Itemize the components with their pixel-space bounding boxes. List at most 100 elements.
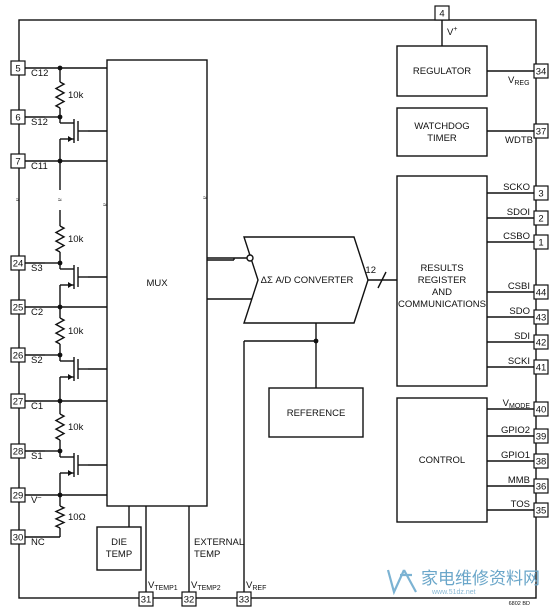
regulator-label: REGULATOR xyxy=(413,66,471,77)
pin-36-number: 36 xyxy=(536,482,547,493)
pin-3 xyxy=(533,185,549,201)
vref-junction xyxy=(313,338,319,344)
watchdog-block xyxy=(396,107,488,157)
results-pin-label-1: CSBO xyxy=(503,231,530,242)
pin-37 xyxy=(533,123,549,139)
watermark-url: www.51dz.net xyxy=(431,589,476,596)
pin-40-number: 40 xyxy=(536,405,547,416)
pin-33 xyxy=(236,591,252,607)
adc-bus-width: 12 xyxy=(365,265,376,276)
watchdog-pin-label: WDTB xyxy=(505,135,533,146)
pin-7-label: C11 xyxy=(31,161,48,172)
results-pin-label-44: CSBI xyxy=(508,281,530,292)
pin-27-number: 27 xyxy=(13,397,24,408)
regulator-pin-label: VREG xyxy=(508,75,530,87)
resistor-3-value: 10k xyxy=(68,326,84,337)
control-pin-label-40: VMODE xyxy=(503,398,531,410)
reference-label: REFERENCE xyxy=(287,408,346,419)
pin-5 xyxy=(10,60,26,76)
results-label-line1: RESULTS xyxy=(420,263,463,274)
pin-38-number: 38 xyxy=(536,457,547,468)
regulator-block xyxy=(396,45,488,97)
pin-31-number: 31 xyxy=(141,595,152,606)
pin-6-number: 6 xyxy=(15,113,20,124)
results-pin-label-3: SCKO xyxy=(503,182,530,193)
resistor-4-value: 10k xyxy=(68,422,84,433)
pin-44 xyxy=(533,284,549,300)
control-pin-label-38: GPIO1 xyxy=(501,450,530,461)
control-block xyxy=(396,397,488,523)
pin-35 xyxy=(533,502,549,518)
supply-label: V+ xyxy=(447,26,457,38)
pin-5-label: C12 xyxy=(31,68,48,79)
pin-37-number: 37 xyxy=(536,127,547,138)
pin-6 xyxy=(10,109,26,125)
pin-26 xyxy=(10,347,26,363)
pin-24 xyxy=(10,255,26,271)
pin-29-label: V– xyxy=(31,494,41,506)
pin-34-number: 34 xyxy=(536,67,547,78)
pin-29 xyxy=(10,487,26,503)
results-pin-label-43: SDO xyxy=(509,306,530,317)
watchdog-label-line1: WATCHDOG xyxy=(414,121,469,132)
adc-block xyxy=(243,236,369,324)
pin-break: ≈ xyxy=(16,197,20,204)
pin-26-number: 26 xyxy=(13,351,24,362)
resistor-4 xyxy=(54,413,66,441)
pin-32-number: 32 xyxy=(184,595,195,606)
control-label: CONTROL xyxy=(419,455,465,466)
pin-24-label: S3 xyxy=(31,263,43,274)
adc-label: ΔΣ A/D CONVERTER xyxy=(261,275,354,286)
pin-3-number: 3 xyxy=(538,189,543,200)
mux-break-right: ≈ xyxy=(203,195,207,202)
resistor-1 xyxy=(54,81,66,109)
die-temp-line1: DIE xyxy=(111,537,127,548)
pin-27-label: C1 xyxy=(31,401,43,412)
pin-2 xyxy=(533,210,549,226)
resistor-2 xyxy=(54,225,66,253)
control-pin-label-35: TOS xyxy=(511,499,530,510)
mux-block xyxy=(106,59,208,507)
resistor-5-value: 10Ω xyxy=(68,512,86,523)
pin-1-number: 1 xyxy=(538,238,543,249)
pin-1 xyxy=(533,234,549,250)
pin-30-number: 30 xyxy=(13,533,24,544)
results-label-line2: REGISTER xyxy=(418,275,467,286)
mux-break-left: ≈ xyxy=(103,202,107,209)
resistor-5 xyxy=(54,505,66,529)
resistor-2-value: 10k xyxy=(68,234,84,245)
pin-2-number: 2 xyxy=(538,214,543,225)
pin-35-number: 35 xyxy=(536,506,547,517)
external-temp-line1: EXTERNAL xyxy=(194,537,244,548)
pin-24-number: 24 xyxy=(13,259,24,270)
pin-25-number: 25 xyxy=(13,303,24,314)
watermark-text: 家电维修资料网 xyxy=(421,569,540,589)
pin-31 xyxy=(138,591,154,607)
pin-32 xyxy=(181,591,197,607)
stack-break: ≈ xyxy=(58,197,62,204)
pin-44-number: 44 xyxy=(536,288,547,299)
pin-43-number: 43 xyxy=(536,313,547,324)
pin-25-label: C2 xyxy=(31,307,43,318)
external-temp-line2: TEMP xyxy=(194,549,220,560)
balance-fet-2-arrow xyxy=(68,282,73,288)
adc-bus-slash xyxy=(377,271,387,289)
pin-27 xyxy=(10,393,26,409)
pin-28-number: 28 xyxy=(13,447,24,458)
pin-30-label: NC xyxy=(31,537,45,548)
pin-42 xyxy=(533,334,549,350)
die-temp-block xyxy=(96,526,142,571)
pin-39-number: 39 xyxy=(536,432,547,443)
watermark: 家电维修资料网 www.51dz.net xyxy=(386,569,540,596)
die-temp-line2: TEMP xyxy=(106,549,132,560)
pin-34 xyxy=(533,63,549,79)
pin-42-number: 42 xyxy=(536,338,547,349)
results-pin-label-42: SDI xyxy=(514,331,530,342)
pin-26-label: S2 xyxy=(31,355,43,366)
control-pin-label-36: MMB xyxy=(508,475,530,486)
